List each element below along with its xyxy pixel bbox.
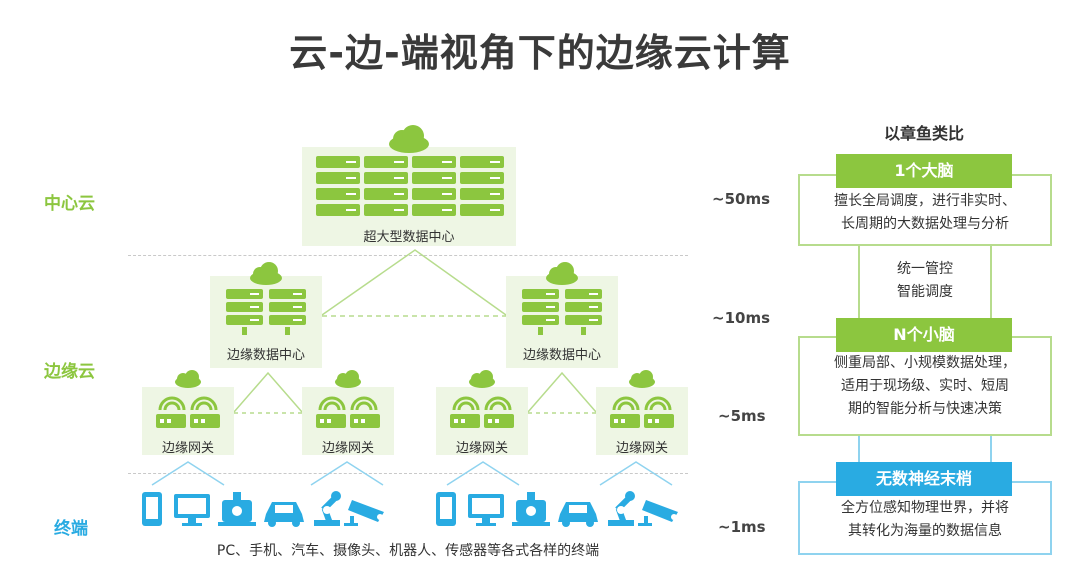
control-line: 智能调度: [897, 284, 953, 300]
connector-line: [990, 245, 992, 319]
car-icon: [558, 502, 598, 527]
sensor-icon: [512, 492, 550, 526]
camera-icon: [638, 500, 678, 526]
control-line: 统一管控: [897, 261, 953, 277]
cloud-icon: [389, 125, 429, 153]
tier-label-terminal: 终端: [54, 519, 88, 539]
server-rack-icon: [522, 289, 602, 335]
nerves-badge: 无数神经末梢: [836, 462, 1012, 496]
latency-gateway: ~5ms: [718, 407, 766, 425]
phone-icon: [436, 492, 456, 526]
monitor-icon: [468, 494, 504, 526]
terminal-devices: [142, 491, 678, 527]
brain-line: 长周期的大数据处理与分析: [841, 216, 1009, 232]
small-brains-badge: N个小脑: [836, 318, 1012, 352]
page-title: 云-边-端视角下的边缘云计算: [289, 31, 791, 75]
edge-gateway-label: 边缘网关: [455, 441, 508, 456]
cloud-icon: [546, 262, 578, 285]
gateway-wifi-icon: [450, 370, 514, 428]
gateway-wifi-icon: [156, 370, 220, 428]
brain-line: 擅长全局调度，进行非实时、: [834, 193, 1016, 209]
nerves-line: 全方位感知物理世界，并将: [841, 500, 1009, 516]
gateway-wifi-icon: [610, 370, 674, 428]
server-rack-icon: [316, 156, 504, 216]
tier-label-edge-cloud: 边缘云: [44, 362, 95, 382]
car-icon: [264, 502, 304, 527]
connector-line: [990, 434, 992, 464]
monitor-icon: [174, 494, 210, 526]
server-rack-icon: [226, 289, 306, 335]
connector-line: [858, 434, 860, 464]
connector-line: [858, 245, 860, 319]
edge-gateway-label: 边缘网关: [161, 441, 214, 456]
camera-icon: [344, 500, 384, 526]
analogy-heading: 以章鱼类比: [883, 124, 964, 143]
cloud-icon: [250, 262, 282, 285]
small-brains-line: 适用于现场级、实时、短周: [841, 378, 1009, 394]
gateway-wifi-icon: [316, 370, 380, 428]
edge-gateway-label: 边缘网关: [321, 441, 374, 456]
robot-arm-icon: [608, 491, 635, 526]
sensor-icon: [218, 492, 256, 526]
latency-edge-dc: ~10ms: [712, 309, 771, 327]
small-brains-line: 侧重局部、小规模数据处理，: [834, 355, 1016, 371]
control-text: 统一管控 智能调度: [860, 258, 990, 304]
edge-datacenter-label: 边缘数据中心: [226, 348, 305, 363]
brain-badge: 1个大脑: [836, 154, 1012, 188]
nerves-line: 其转化为海量的数据信息: [848, 523, 1002, 539]
latency-center: ~50ms: [712, 190, 771, 208]
phone-icon: [142, 492, 162, 526]
terminal-caption: PC、手机、汽车、摄像头、机器人、传感器等各式各样的终端: [216, 543, 600, 559]
robot-arm-icon: [314, 491, 341, 526]
edge-gateway-label: 边缘网关: [615, 441, 668, 456]
super-datacenter-label: 超大型数据中心: [363, 230, 455, 245]
separator-line: [128, 473, 688, 474]
small-brains-line: 期的智能分析与快速决策: [848, 401, 1002, 417]
small-brains-description-box: 侧重局部、小规模数据处理， 适用于现场级、实时、短周 期的智能分析与快速决策: [798, 336, 1052, 436]
latency-terminal: ~1ms: [718, 518, 766, 536]
edge-datacenter-label: 边缘数据中心: [522, 348, 601, 363]
tier-label-center-cloud: 中心云: [44, 194, 95, 214]
